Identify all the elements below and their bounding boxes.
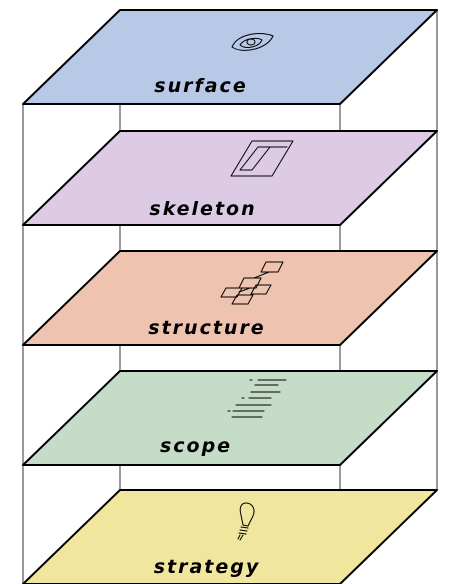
layer-label-skeleton: skeleton bbox=[149, 198, 256, 220]
lightbulb-icon bbox=[237, 502, 255, 541]
layer-skeleton: skeleton bbox=[22, 130, 438, 226]
plane-skeleton bbox=[22, 130, 438, 226]
list-lines-icon bbox=[227, 379, 287, 418]
page-wireframe-icon bbox=[230, 140, 294, 177]
hierarchy-boxes-icon bbox=[220, 261, 284, 305]
layer-label-structure: structure bbox=[148, 317, 265, 339]
layer-label-surface: surface bbox=[154, 75, 247, 97]
plane-scope bbox=[22, 370, 438, 466]
layer-scope: scope bbox=[22, 370, 438, 466]
layer-label-scope: scope bbox=[160, 435, 232, 457]
layer-strategy: strategy bbox=[22, 489, 438, 584]
plane-strategy bbox=[22, 489, 438, 584]
plane-structure bbox=[22, 250, 438, 346]
layer-label-strategy: strategy bbox=[154, 556, 261, 578]
plane-surface bbox=[22, 9, 438, 105]
eye-icon bbox=[231, 33, 274, 51]
layer-surface: surface bbox=[22, 9, 438, 105]
layer-structure: structure bbox=[22, 250, 438, 346]
